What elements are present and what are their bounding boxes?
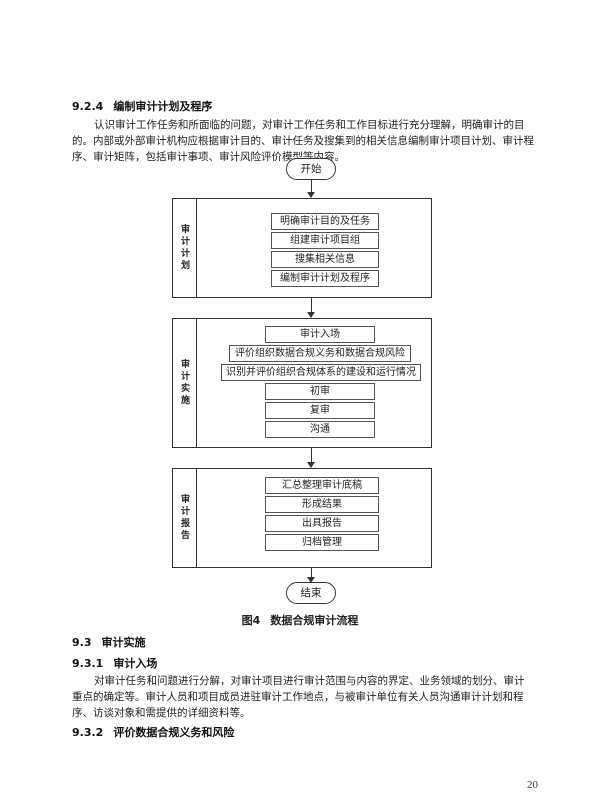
step-box: 组建审计项目组 xyxy=(271,232,379,249)
flowchart-start: 开始 xyxy=(286,158,336,180)
connector-stage2-stage3 xyxy=(311,448,312,463)
connector-stage3-end xyxy=(311,568,312,578)
paragraph-9-3-1-text: 对审计任务和问题进行分解，对审计项目进行审计范围与内容的界定、业务领域的划分、审… xyxy=(72,675,525,719)
stage-label: 审计实施 xyxy=(173,319,197,447)
step-box: 出具报告 xyxy=(265,515,379,532)
step-box: 归档管理 xyxy=(265,534,379,551)
page-number: 20 xyxy=(527,779,538,791)
stage-audit-plan: 审计计划 明确审计目的及任务 组建审计项目组 搜集相关信息 编制审计计划及程序 xyxy=(172,198,432,298)
section-number: 9.3 xyxy=(72,636,92,649)
step-box: 审计入场 xyxy=(265,326,375,343)
arrow-icon xyxy=(307,312,315,318)
step-box: 初审 xyxy=(265,383,375,400)
stage-label: 审计报告 xyxy=(173,469,197,567)
intro-paragraph: 认识审计工作任务和所面临的问题，对审计工作任务和工作目标进行充分理解，明确审计的… xyxy=(72,117,534,165)
connector-start-stage1 xyxy=(311,180,312,193)
figure-title: 数据合规审计流程 xyxy=(270,614,359,627)
section-number: 9.2.4 xyxy=(72,100,104,113)
arrow-icon xyxy=(307,462,315,468)
stage-audit-report: 审计报告 汇总整理审计底稿 形成结果 出具报告 归档管理 xyxy=(172,468,432,568)
connector-stage1-stage2 xyxy=(311,298,312,313)
section-title: 编制审计计划及程序 xyxy=(113,100,213,113)
step-box: 复审 xyxy=(265,402,375,419)
figure-label: 图4 xyxy=(241,614,261,627)
step-box: 形成结果 xyxy=(265,496,379,513)
step-box: 搜集相关信息 xyxy=(271,251,379,268)
stage-label-text: 审计实施 xyxy=(179,359,189,407)
step-box: 沟通 xyxy=(265,421,375,438)
section-title: 评价数据合规义务和风险 xyxy=(113,726,235,739)
step-box: 编制审计计划及程序 xyxy=(271,270,379,287)
section-number: 9.3.2 xyxy=(72,726,104,739)
stage-label-text: 审计报告 xyxy=(179,494,189,542)
figure-caption: 图4 数据合规审计流程 xyxy=(0,612,600,628)
intro-paragraph-text: 认识审计工作任务和所面临的问题，对审计工作任务和工作目标进行充分理解，明确审计的… xyxy=(72,119,534,163)
section-number: 9.3.1 xyxy=(72,657,104,670)
section-heading-9-3-1: 9.3.1 审计入场 xyxy=(72,655,157,671)
section-heading-9-3-2: 9.3.2 评价数据合规义务和风险 xyxy=(72,724,234,740)
step-box: 明确审计目的及任务 xyxy=(271,213,379,230)
paragraph-9-3-1: 对审计任务和问题进行分解，对审计项目进行审计范围与内容的界定、业务领域的划分、审… xyxy=(72,673,534,721)
flowchart: 开始 审计计划 明确审计目的及任务 组建审计项目组 搜集相关信息 编制审计计划及… xyxy=(172,158,432,604)
step-box: 汇总整理审计底稿 xyxy=(265,477,379,494)
flowchart-end: 结束 xyxy=(286,582,336,604)
section-heading-9-3: 9.3 审计实施 xyxy=(72,634,146,650)
stage-label-text: 审计计划 xyxy=(179,224,189,272)
section-title: 审计入场 xyxy=(113,657,158,670)
stage-audit-implementation: 审计实施 审计入场 评价组织数据合规义务和数据合规风险 识别并评价组织合规体系的… xyxy=(172,318,432,448)
step-box: 评价组织数据合规义务和数据合规风险 xyxy=(229,345,411,362)
arrow-icon xyxy=(307,577,315,583)
section-heading-9-2-4: 9.2.4 编制审计计划及程序 xyxy=(72,98,212,114)
stage-label: 审计计划 xyxy=(173,199,197,297)
step-box: 识别并评价组织合规体系的建设和运行情况 xyxy=(221,364,421,381)
section-title: 审计实施 xyxy=(101,636,146,649)
arrow-icon xyxy=(307,192,315,198)
